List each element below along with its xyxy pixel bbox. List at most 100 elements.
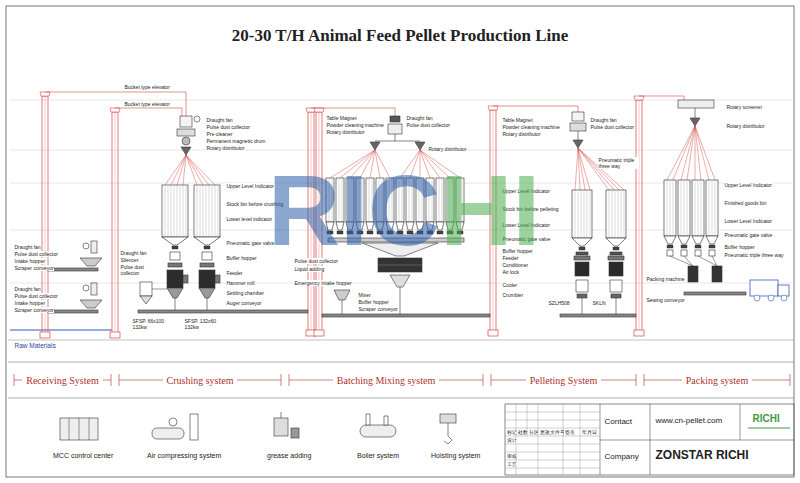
crumbler (577, 294, 587, 298)
distribution-pipe (695, 126, 715, 180)
bracket-tick (636, 374, 637, 386)
feeder (200, 263, 214, 267)
bin-hopper (678, 236, 690, 244)
table-rule (505, 428, 600, 429)
part-label: Powder cleaning machine (326, 122, 384, 128)
bin-hatch (698, 181, 699, 235)
part-label: Bucket type elevator (124, 84, 170, 90)
part-label: Crumbler (502, 292, 524, 298)
grease-pipe (281, 412, 282, 418)
hoist-hook (444, 436, 452, 444)
conveyor-pipe (639, 96, 684, 100)
mill-hopper (199, 288, 215, 298)
bin-hatch (212, 186, 213, 236)
part-label: Emergency Intake hopper (294, 280, 352, 286)
part-label: SKLN (592, 300, 606, 306)
table-rule (563, 436, 564, 475)
distribution-pipe (171, 155, 186, 185)
rotary-screener (678, 100, 714, 108)
bin-hatch (609, 191, 610, 237)
drop-pipe (175, 298, 176, 310)
drop-pipe (695, 108, 696, 118)
table-cell: 更改文件号 (539, 430, 565, 435)
bin-hatch (168, 186, 169, 236)
buffer-hopper (709, 250, 715, 256)
elevator-belt (639, 100, 640, 332)
distribution-pipe (695, 126, 696, 180)
table-cell: 工艺 (506, 462, 517, 467)
part-label: Draught fan (206, 117, 233, 123)
buffer-hopper (667, 250, 673, 256)
boiler-icon (360, 425, 396, 437)
part-label: Hammer mill (226, 280, 255, 286)
part-label: Pulse dust collector (120, 264, 159, 276)
title-block (505, 404, 794, 475)
bin-hatch (183, 186, 184, 236)
truck-cab (778, 285, 789, 296)
part-label: Rotary distributor (502, 131, 541, 137)
part-label: SFSP. 132x60 132kw (184, 318, 219, 330)
system-name: Pelleting System (526, 375, 602, 386)
buffer-hopper (170, 252, 180, 260)
distribution-pipe (578, 148, 609, 190)
feed-pipe (698, 256, 717, 266)
rotary-distributor (181, 147, 191, 155)
conveyor-pipe (45, 92, 186, 116)
gate-valve (172, 246, 178, 249)
bin-hatch (618, 191, 619, 237)
elevator-boot (40, 332, 50, 338)
packing-machine (688, 266, 698, 282)
elevator-belt (115, 112, 116, 334)
storage-bin (162, 185, 188, 237)
grease-pump-icon (274, 418, 288, 436)
bin-hopper (664, 236, 676, 244)
ground-line (8, 340, 794, 341)
air-tank-icon (152, 428, 184, 439)
gate-valve (613, 247, 619, 250)
storage-bin (664, 180, 676, 236)
sewing-conveyor (684, 292, 746, 295)
packing-machine (712, 266, 722, 282)
conditioner (574, 256, 590, 260)
part-label: Pulse dust collector (590, 124, 634, 130)
table-cell: 年月日 (581, 430, 597, 435)
drop-pipe (395, 134, 396, 141)
part-label: Liquid adding (294, 266, 325, 272)
elevator-boot (634, 330, 644, 336)
table-rule (505, 420, 600, 421)
intake-hopper-icon (80, 300, 102, 308)
bin-hatch (624, 191, 625, 237)
hammer-mill (167, 270, 183, 288)
mixer-shaft (378, 265, 422, 266)
part-label: Intake hopper (14, 258, 46, 264)
part-label: Pulse dust collector (14, 293, 58, 299)
storage-bin (706, 180, 718, 236)
conveyor-pipe (493, 106, 578, 112)
part-label: Pneumatic gate valve (724, 232, 773, 238)
distribution-pipe (578, 148, 624, 190)
bin-hopper (572, 238, 592, 246)
legend-entry: Hoisting system (430, 452, 481, 459)
bin-hatch (186, 186, 187, 236)
part-label: Rotary screener (726, 104, 763, 110)
bin-hatch (715, 181, 716, 235)
feeder (610, 252, 622, 255)
bracket-tick (289, 374, 290, 386)
part-label: Settling chamber (226, 290, 265, 296)
part-label: Pre-cleaner (206, 131, 233, 137)
intake-hopper-icon (80, 258, 102, 266)
table-cell: 分区 (528, 430, 539, 435)
feeder (168, 263, 182, 267)
part-label: Buffer hopper (358, 299, 389, 305)
elevator-boot (488, 330, 498, 336)
drop-pipe (578, 131, 579, 140)
bin-hatch (687, 181, 688, 235)
bin-hatch (695, 181, 696, 235)
part-label: Table Magnet (326, 115, 357, 121)
storage-bin (678, 180, 690, 236)
grease-barrel-icon (291, 428, 299, 438)
bin-hatch (681, 181, 682, 235)
title-block-rule (740, 404, 741, 440)
bin-hatch (709, 181, 710, 235)
